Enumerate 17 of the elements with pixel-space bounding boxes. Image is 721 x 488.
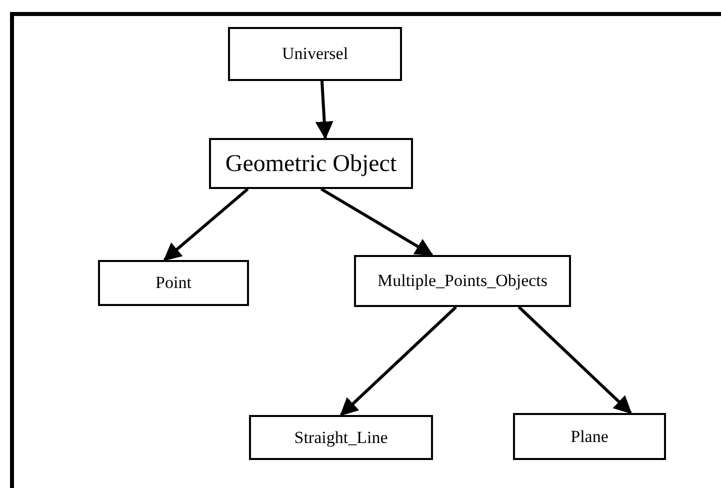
class-box	[354, 255, 571, 307]
box-label: Point	[156, 272, 192, 294]
arrow	[320, 188, 434, 256]
class-box	[249, 415, 433, 460]
class-box	[513, 413, 666, 460]
arrow	[340, 306, 458, 416]
box-label: Multiple_Points_Objects	[378, 270, 548, 292]
box-label: Straight_Line	[294, 426, 388, 449]
box-label: Universel	[282, 43, 348, 66]
class-box	[98, 260, 249, 306]
class-box	[209, 138, 413, 189]
arrow	[163, 188, 249, 262]
class-box	[228, 27, 402, 81]
box-label: Plane	[570, 426, 608, 448]
arrow	[315, 80, 334, 140]
arrow	[518, 306, 632, 414]
box-label: Geometric Object	[225, 150, 397, 178]
